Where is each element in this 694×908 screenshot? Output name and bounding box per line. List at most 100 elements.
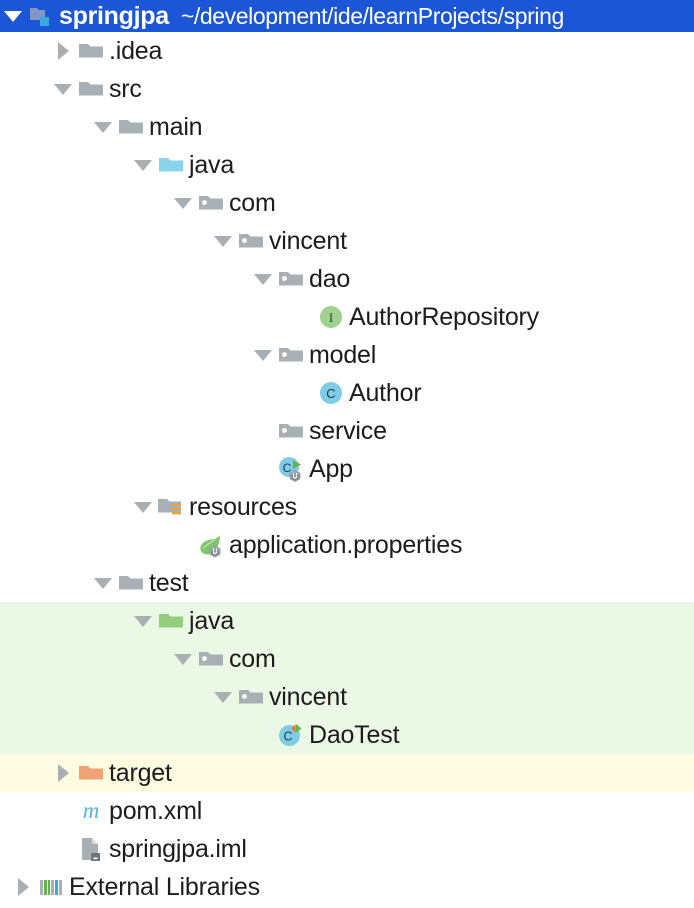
indent-spacer xyxy=(0,621,130,622)
tree-row-label: com xyxy=(229,644,276,673)
tree-row-vincent[interactable]: vincent xyxy=(0,678,694,716)
tree-row-label: dao xyxy=(309,264,351,293)
indent-spacer xyxy=(0,241,210,242)
chevron-down-icon[interactable] xyxy=(50,70,76,108)
indent-spacer xyxy=(0,887,10,888)
svg-text:C: C xyxy=(283,461,292,475)
tree-row-label: springjpa.iml xyxy=(109,834,247,863)
tree-row-java[interactable]: java xyxy=(0,602,694,640)
spring-boot-class-run-icon: C xyxy=(276,454,306,484)
tree-row-label: App xyxy=(309,454,353,483)
chevron-down-icon[interactable] xyxy=(250,336,276,374)
chevron-down-icon[interactable] xyxy=(90,108,116,146)
chevron-right-icon[interactable] xyxy=(50,754,76,792)
indent-spacer xyxy=(0,89,50,90)
tree-row-src[interactable]: src xyxy=(0,70,694,108)
module-file-icon xyxy=(76,834,106,864)
package-folder-icon xyxy=(276,416,306,446)
chevron-down-icon[interactable] xyxy=(170,184,196,222)
tree-row-label: pom.xml xyxy=(109,796,203,825)
indent-spacer xyxy=(0,849,50,850)
tree-row-author[interactable]: C Author xyxy=(0,374,694,412)
tree-row-service[interactable]: service xyxy=(0,412,694,450)
excluded-folder-icon xyxy=(76,758,106,788)
tree-row-label: model xyxy=(309,340,377,369)
tree-row-vincent[interactable]: vincent xyxy=(0,222,694,260)
package-folder-icon xyxy=(276,340,306,370)
tree-row-label: com xyxy=(229,188,276,217)
svg-text:C: C xyxy=(326,386,335,401)
package-folder-icon xyxy=(236,226,266,256)
indent-spacer xyxy=(0,583,90,584)
tree-row-app[interactable]: C App xyxy=(0,450,694,488)
tree-row-target[interactable]: target xyxy=(0,754,694,792)
indent-spacer xyxy=(0,697,210,698)
project-root-twisty[interactable] xyxy=(0,0,26,35)
tree-row-java[interactable]: java xyxy=(0,146,694,184)
tree-row-main[interactable]: main xyxy=(0,108,694,146)
indent-spacer xyxy=(0,735,250,736)
tree-row-test[interactable]: test xyxy=(0,564,694,602)
chevron-down-icon[interactable] xyxy=(210,678,236,716)
tree-row-external-libraries[interactable]: External Libraries xyxy=(0,868,694,906)
class-icon: C xyxy=(316,378,346,408)
indent-spacer xyxy=(0,355,250,356)
package-folder-icon xyxy=(196,188,226,218)
tree-row-label: .idea xyxy=(109,36,163,65)
chevron-right-icon[interactable] xyxy=(10,868,36,906)
project-path-label: ~/development/ide/learnProjects/spring xyxy=(180,2,564,29)
tree-row-model[interactable]: model xyxy=(0,336,694,374)
folder-icon xyxy=(116,112,146,142)
svg-text:I: I xyxy=(329,310,333,325)
chevron-down-icon[interactable] xyxy=(130,602,156,640)
tree-row-project-root[interactable]: springjpa ~/development/ide/learnProject… xyxy=(0,0,694,32)
test-class-run-icon: C xyxy=(276,720,306,750)
chevron-down-icon[interactable] xyxy=(90,564,116,602)
interface-icon: I xyxy=(316,302,346,332)
indent-spacer xyxy=(0,545,170,546)
tree-row--idea[interactable]: .idea xyxy=(0,32,694,70)
folder-icon xyxy=(76,36,106,66)
chevron-down-icon[interactable] xyxy=(130,146,156,184)
indent-spacer xyxy=(0,469,250,470)
indent-spacer xyxy=(0,811,50,812)
chevron-down-icon[interactable] xyxy=(250,260,276,298)
tree-row-application-properties[interactable]: application.properties xyxy=(0,526,694,564)
twisty-placeholder xyxy=(290,298,316,336)
chevron-down-icon xyxy=(4,10,22,22)
tree-row-dao[interactable]: dao xyxy=(0,260,694,298)
chevron-right-icon[interactable] xyxy=(50,32,76,70)
twisty-placeholder xyxy=(250,450,276,488)
tree-row-com[interactable]: com xyxy=(0,184,694,222)
chevron-down-icon[interactable] xyxy=(210,222,236,260)
tree-row-label: src xyxy=(109,74,142,103)
maven-icon: m xyxy=(76,796,106,826)
indent-spacer xyxy=(0,127,90,128)
spring-properties-icon xyxy=(196,530,226,560)
indent-spacer xyxy=(0,165,130,166)
tree-row-label: vincent xyxy=(269,226,347,255)
svg-text:C: C xyxy=(283,730,292,744)
folder-icon xyxy=(76,74,106,104)
chevron-down-icon[interactable] xyxy=(130,488,156,526)
tree-row-label: java xyxy=(189,150,235,179)
indent-spacer xyxy=(0,317,290,318)
tree-row-com[interactable]: com xyxy=(0,640,694,678)
package-folder-icon xyxy=(196,644,226,674)
indent-spacer xyxy=(0,51,50,52)
twisty-placeholder xyxy=(170,526,196,564)
tree-row-label: target xyxy=(109,758,172,787)
indent-spacer xyxy=(0,279,250,280)
tree-row-label: Author xyxy=(349,378,422,407)
tree-row-springjpa-iml[interactable]: springjpa.iml xyxy=(0,830,694,868)
chevron-down-icon[interactable] xyxy=(170,640,196,678)
tree-row-label: java xyxy=(189,606,235,635)
tree-row-resources[interactable]: resources xyxy=(0,488,694,526)
indent-spacer xyxy=(0,203,170,204)
indent-spacer xyxy=(0,393,290,394)
indent-spacer xyxy=(0,773,50,774)
